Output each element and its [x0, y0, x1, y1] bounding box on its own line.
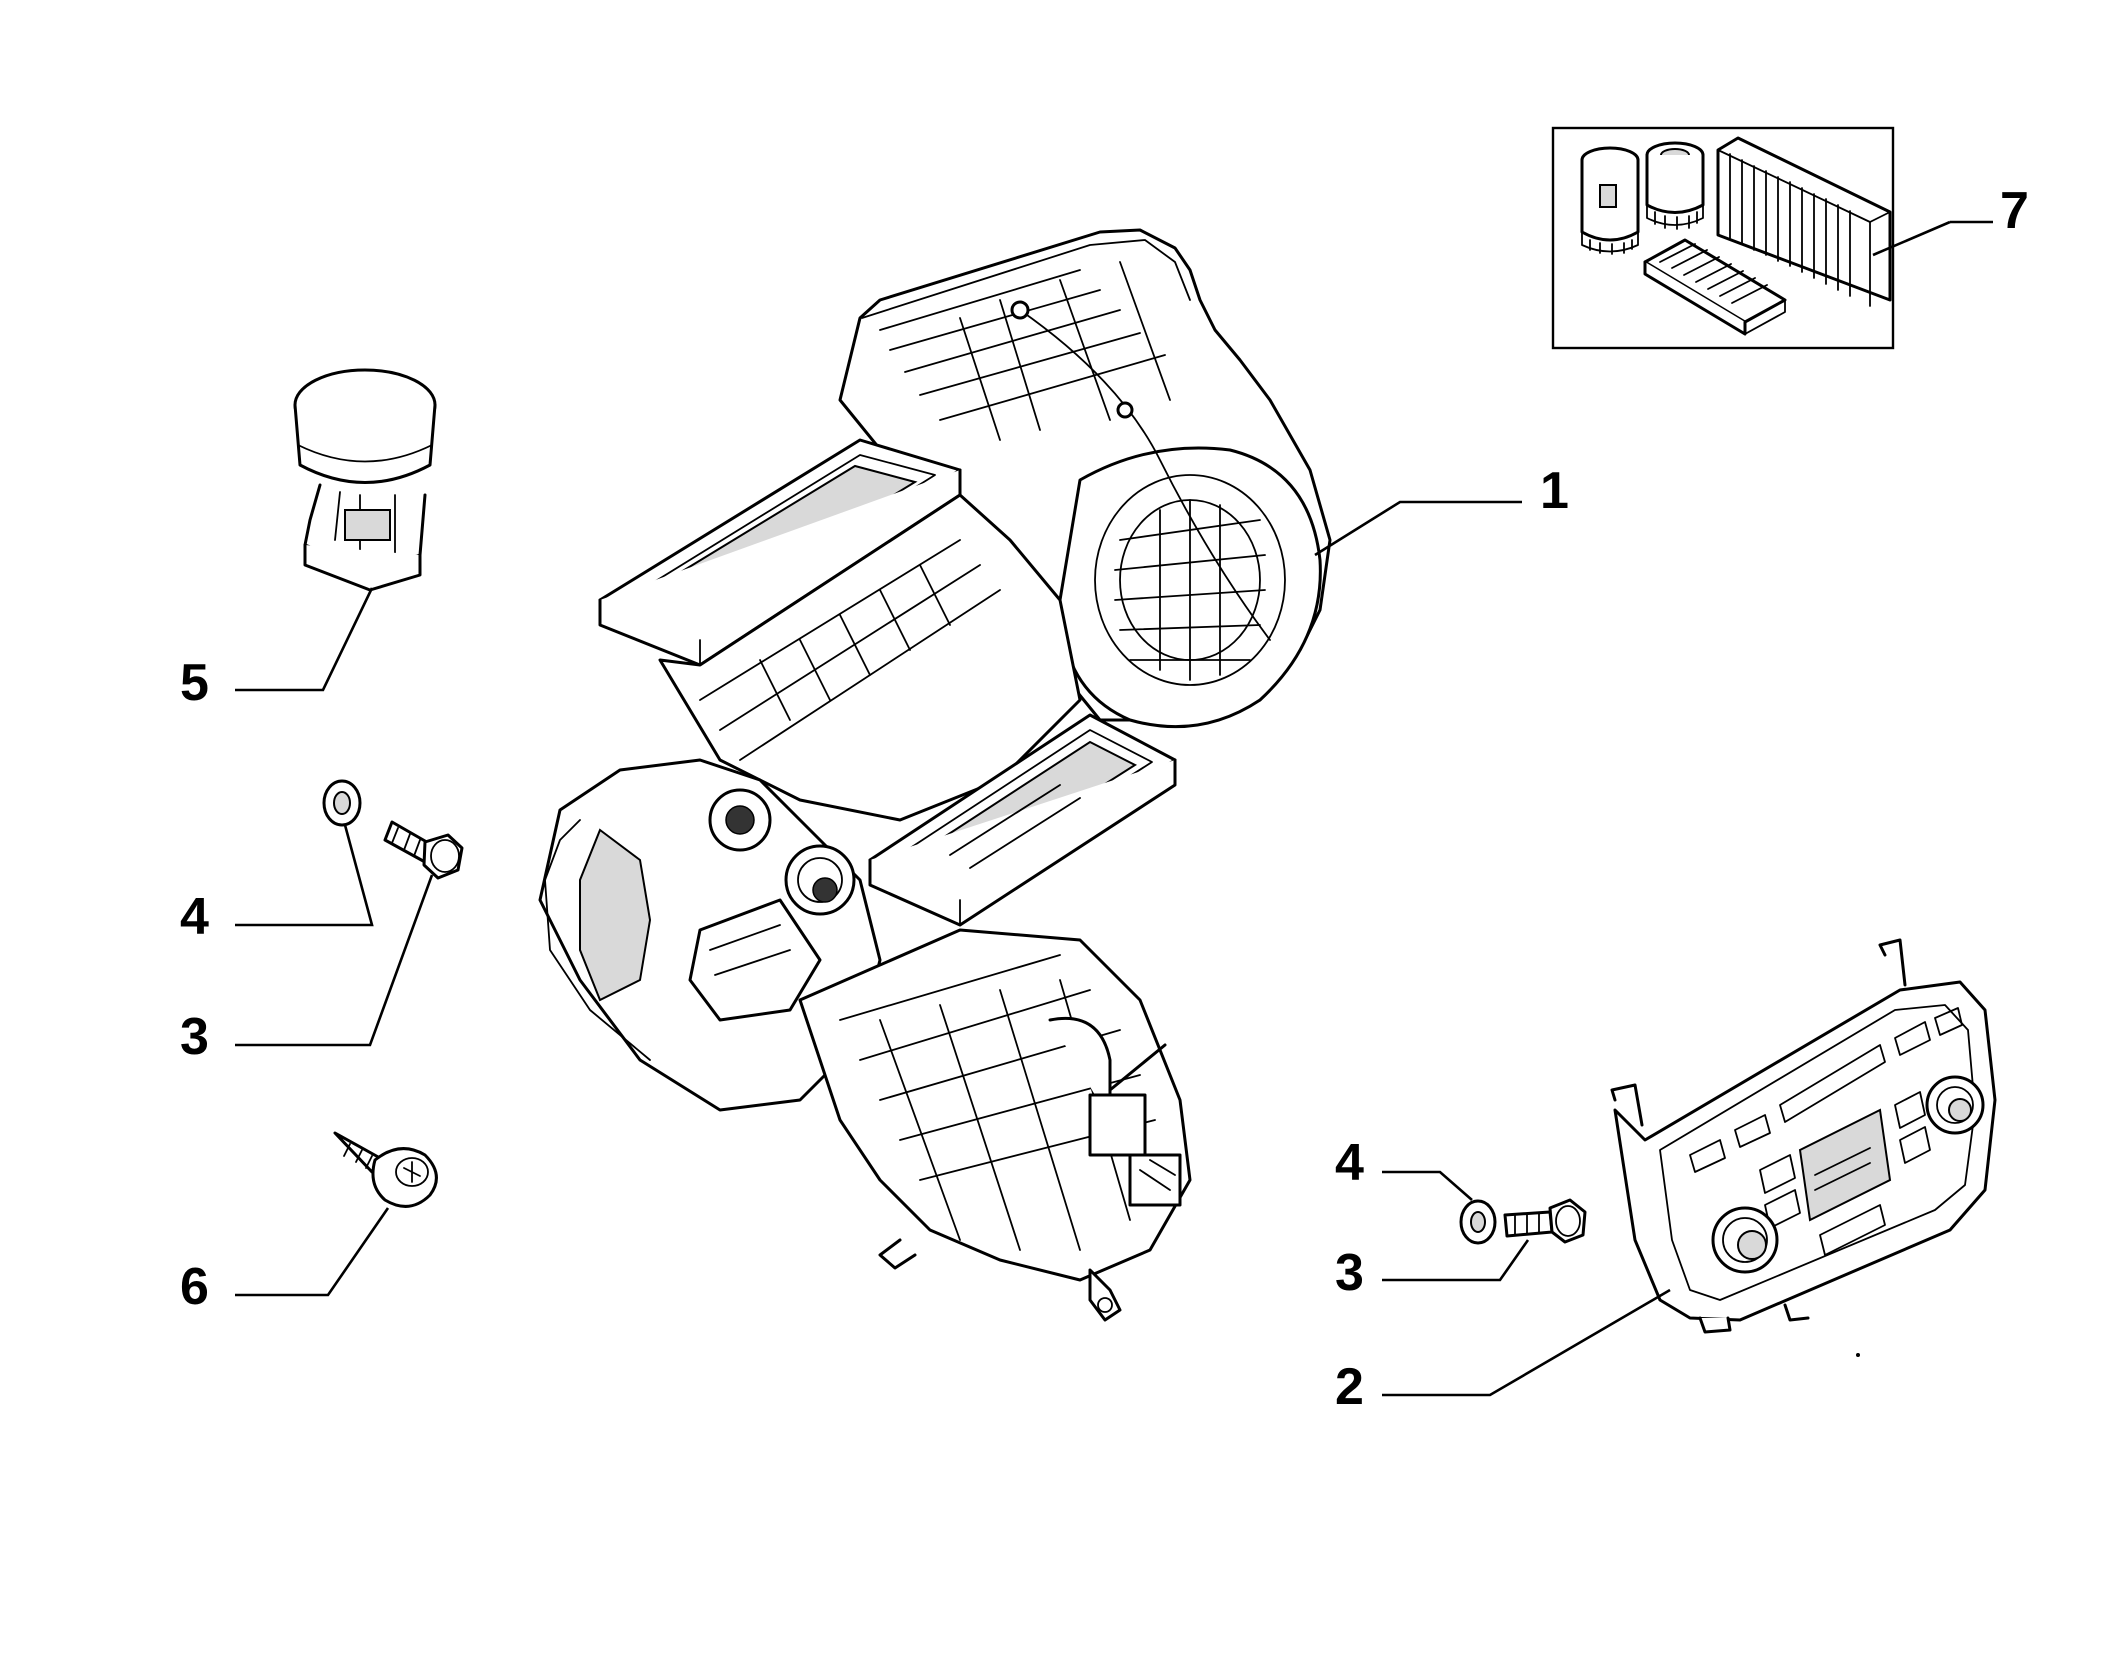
bolt-icon	[1503, 1198, 1587, 1244]
washer-icon	[1459, 1199, 1497, 1245]
callout-7: 7	[2000, 182, 2029, 240]
callout-4-right: 4	[1335, 1134, 1364, 1192]
filter-kit-icon	[1551, 126, 1895, 350]
hvac-heater-assembly-icon	[538, 228, 1332, 1322]
sensor-icon	[293, 368, 437, 592]
callout-1: 1	[1540, 462, 1569, 520]
callout-4-left: 4	[180, 888, 209, 946]
washer-icon	[322, 779, 362, 827]
callout-3-left: 3	[180, 1008, 209, 1066]
callout-3-right: 3	[1335, 1244, 1364, 1302]
screw-icon	[333, 1131, 438, 1208]
callout-2: 2	[1335, 1358, 1364, 1416]
bolt-icon	[383, 820, 464, 880]
climate-control-panel-icon	[1610, 938, 1997, 1334]
callout-5: 5	[180, 654, 209, 712]
callout-6: 6	[180, 1258, 209, 1316]
